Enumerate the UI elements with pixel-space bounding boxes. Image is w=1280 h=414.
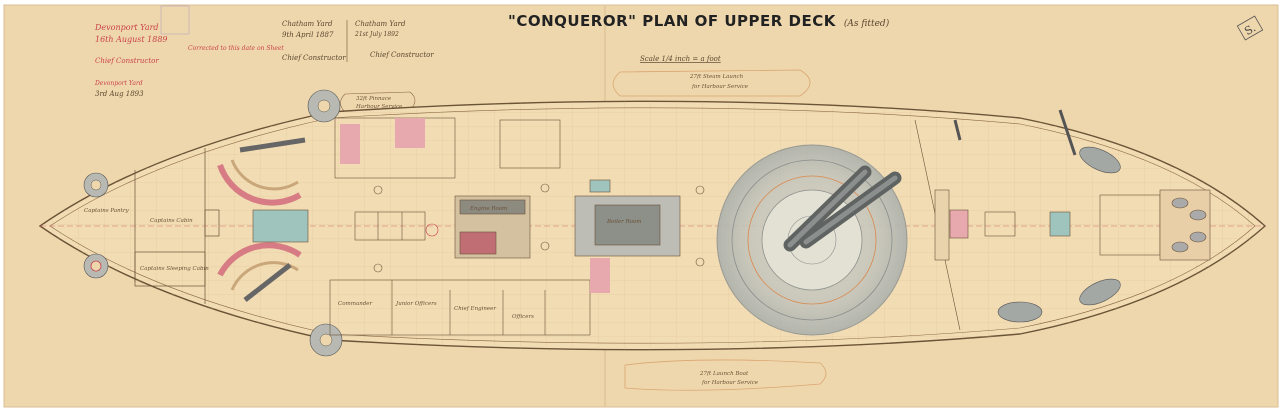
aft-gun-sponson-lower [217,242,302,302]
corrected-note: Corrected to this date on Sheet [188,45,284,52]
scale-note: Scale 1/4 inch = a foot [640,55,721,63]
junior-officers-label: Junior Officers [395,301,437,307]
chief-constructor-1: Chief Constructor [95,57,159,65]
plan-title-line: "CONQUEROR" PLAN OF UPPER DECK (As fitted… [508,12,890,30]
lower-boat-use-label: for Harbour Service [701,380,759,386]
pinnace-label: 32ft Pinnace [356,96,392,102]
chatham-date-2: 21st July 1892 [354,31,399,38]
plan-title: "CONQUEROR" PLAN OF UPPER DECK [508,12,837,30]
forward-guns [997,146,1121,323]
chatham-date-1: 9th April 1887 [282,31,334,39]
plan-subtitle: (As fitted) [844,18,890,29]
lower-boat-outline [624,359,827,391]
devonport-date-2: 3rd Aug 1893 [95,90,144,98]
captains-sleeping-cabin-label: Captains Sleeping Cabin [140,266,209,272]
chief-constructor-3: Chief Constructor [370,51,434,59]
steam-launch-outline [612,69,811,97]
lower-boat-label: 27ft Launch Boat [699,371,749,377]
chief-engineer-label: Chief Engineer [454,306,496,312]
devonport-date: 16th August 1889 [95,35,168,44]
commander-label: Commander [338,301,373,307]
devonport-yard-note-2: Devonport Yard [94,80,143,87]
midship-compartments [252,117,681,336]
main-gun-turret [716,144,908,336]
boiler-room-label: Boiler Room [606,219,641,225]
captains-pantry-label: Captains Pantry [84,208,129,214]
aft-gun-sponson-upper [217,137,306,206]
fan-davit-top-aft [83,172,109,198]
engine-room-label: Engine Room [469,206,507,212]
captains-cabin-label: Captains Cabin [150,218,193,224]
pinnace-use-label: Harbour Service [355,104,403,110]
captains-quarters [134,148,220,304]
chief-constructor-2: Chief Constructor [282,54,346,62]
fan-davit-bottom-mid [309,323,343,357]
chatham-yard-2: Chatham Yard [355,20,406,28]
devonport-yard-note: Devonport Yard [94,23,159,32]
chatham-yard-1: Chatham Yard [282,20,333,28]
fan-davit-top-mid [307,89,341,123]
officers-label: Officers [512,314,534,320]
steam-launch-label: 27ft Steam Launch [689,74,744,80]
fan-davit-bottom-aft [83,253,109,279]
steam-launch-use-label: for Harbour Service [691,84,749,90]
ventilators [373,183,705,273]
forward-fittings [914,109,1211,331]
